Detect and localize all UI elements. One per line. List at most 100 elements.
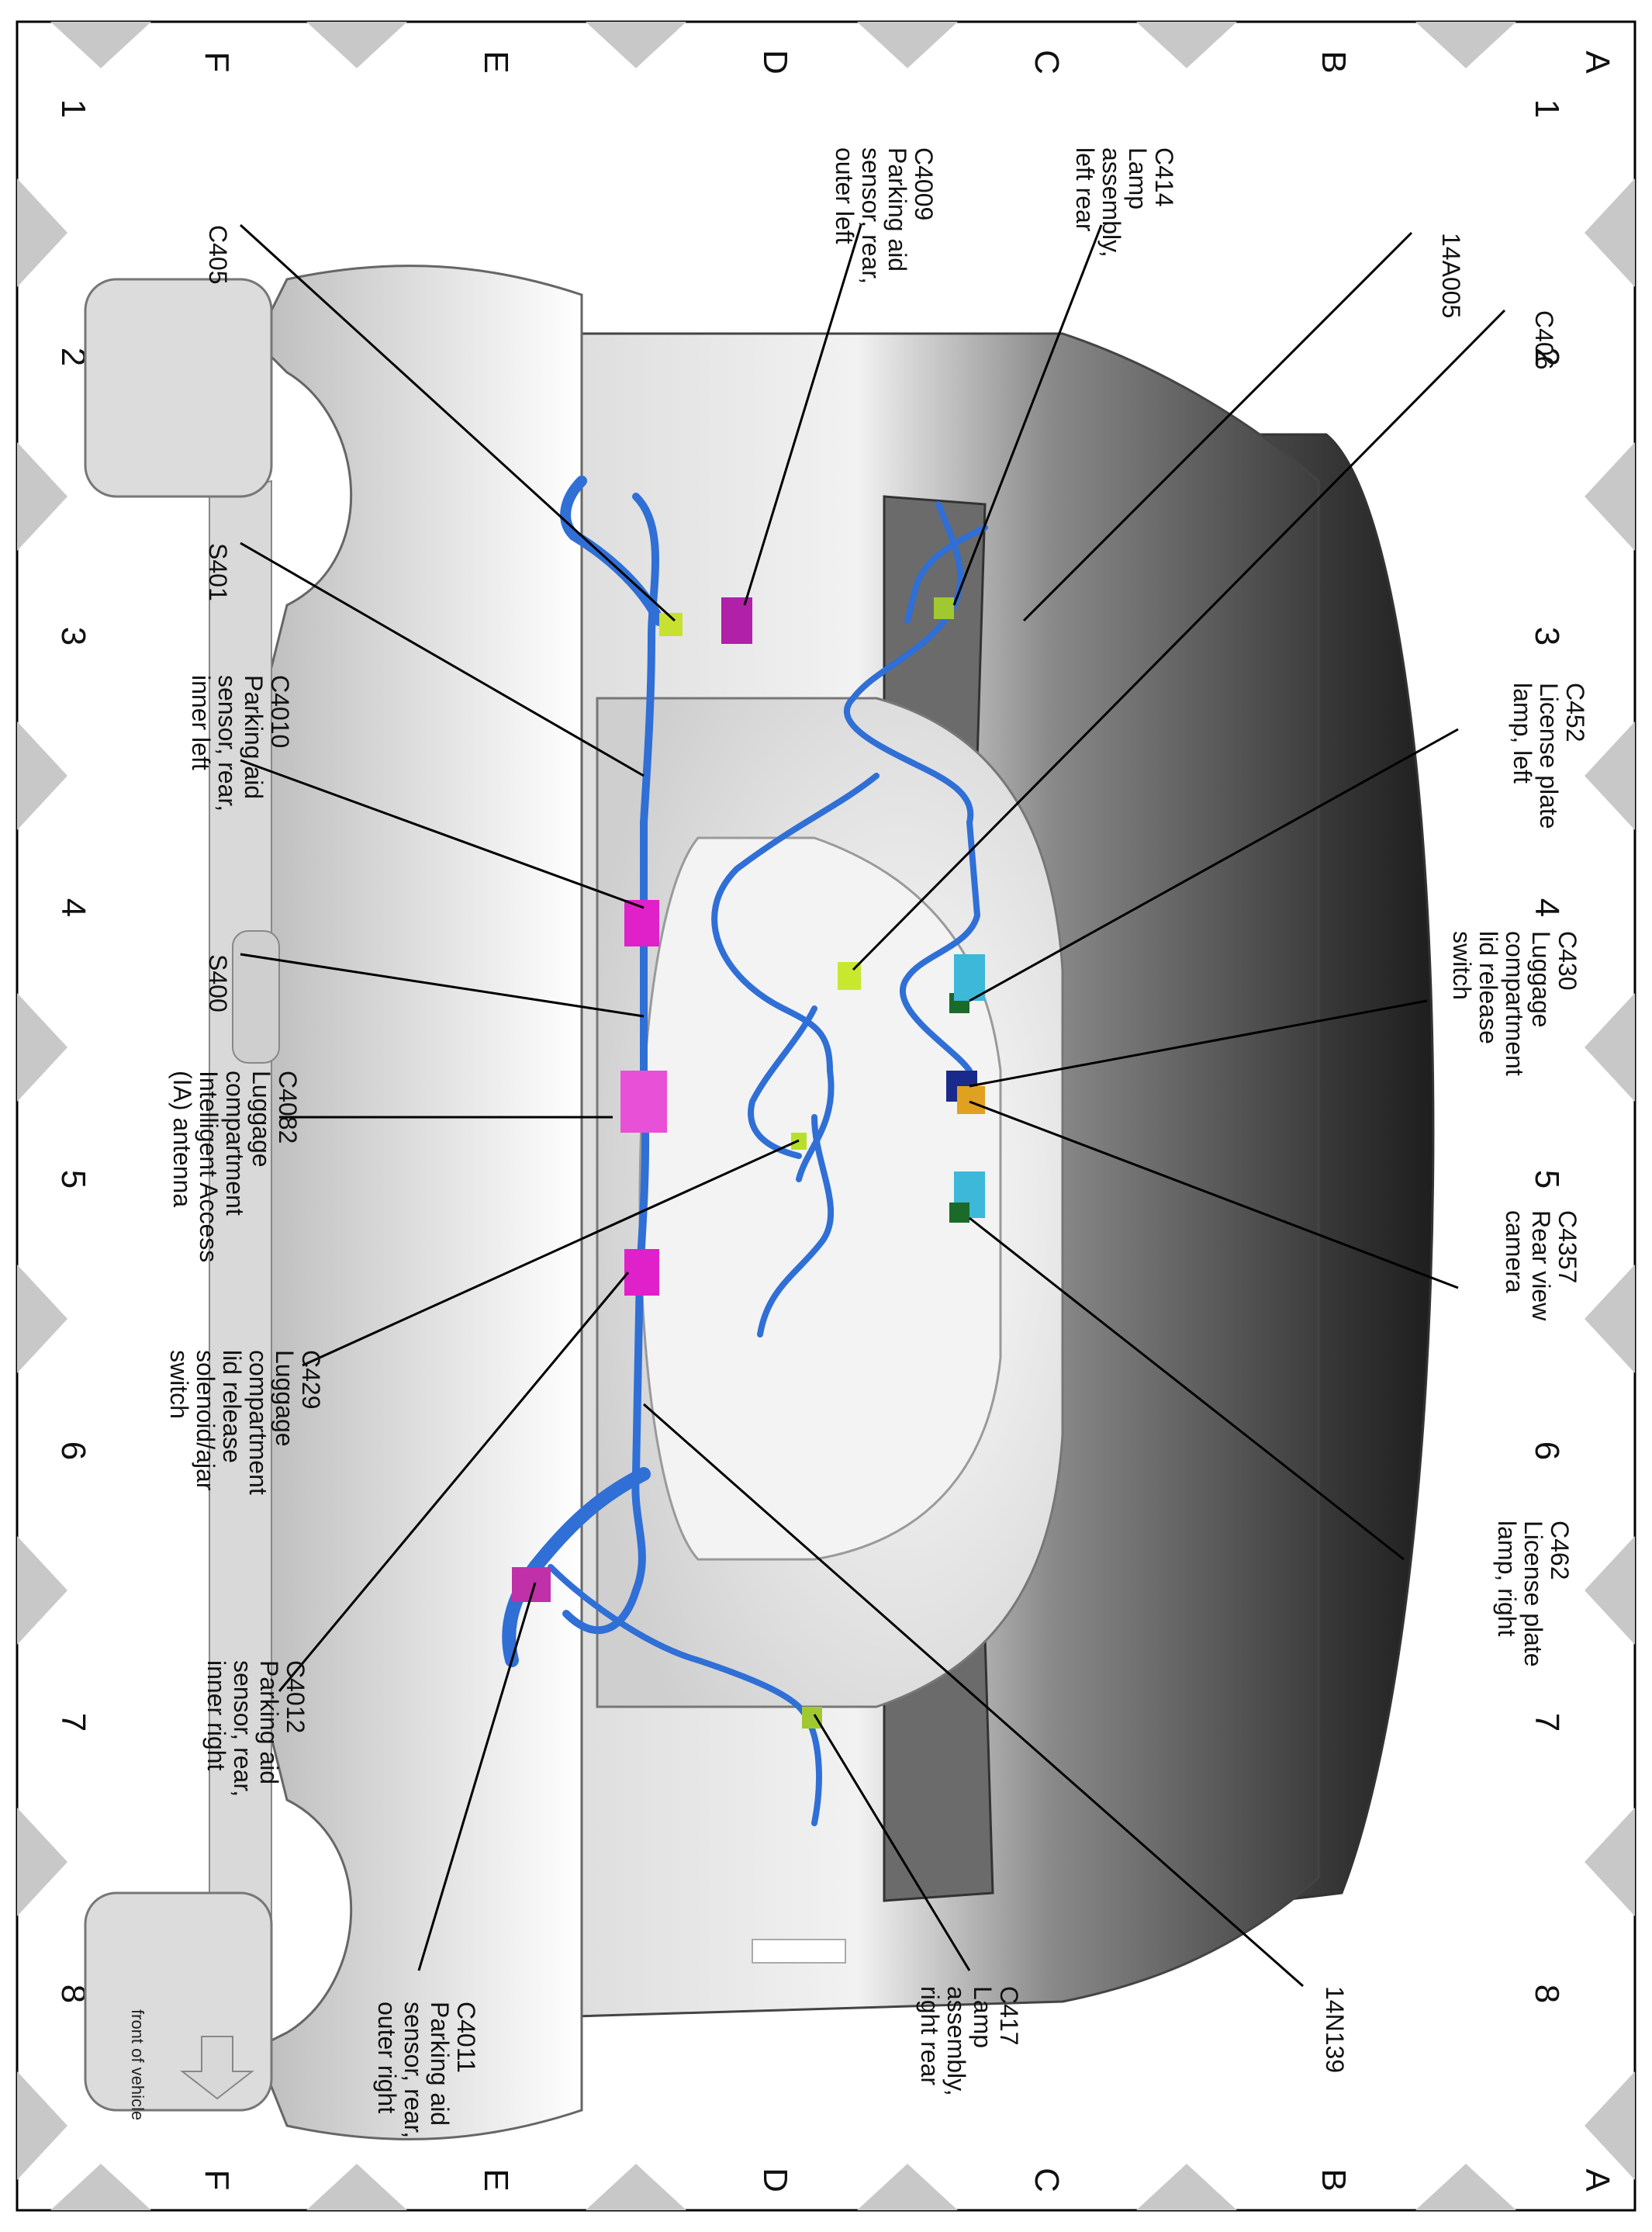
grid-marker-col-4-top xyxy=(1585,993,1635,1102)
callout-c430-line-4: switch xyxy=(1448,931,1476,1000)
leader-c462 xyxy=(969,1216,1405,1561)
callout-c406-line-0: C406 xyxy=(1530,310,1558,370)
callout-c4012-line-1: Parking aid xyxy=(255,1660,283,1784)
grid-marker-row-4-left xyxy=(586,22,686,68)
grid-marker-col-7-top xyxy=(1585,1808,1635,1916)
callout-c4011-line-2: sensor, rear, xyxy=(399,2002,427,2138)
callout-c4009-line-1: Parking aid xyxy=(883,147,911,272)
leader-c430 xyxy=(969,999,1428,1088)
grid-marker-col-5-top xyxy=(1585,1265,1635,1373)
callout-c4082-line-3: Intelligent Access xyxy=(195,1071,223,1262)
callout-c4082: C4082LuggagecompartmentIntelligent Acces… xyxy=(168,1071,302,1262)
grid-column-1-bottom: 1 xyxy=(54,99,92,118)
callout-c4357-line-2: camera xyxy=(1501,1210,1529,1293)
callout-labels: C406 14A005 C414Lampassembly,left rear C400… xyxy=(165,147,1589,2138)
callout-c406: C406 xyxy=(1530,310,1558,370)
connector-c4012 xyxy=(624,1249,659,1296)
grid-marker-row-6-right xyxy=(50,2164,151,2210)
leader-c414 xyxy=(952,224,1103,606)
callout-c414: C414Lampassembly,left rear xyxy=(1071,147,1178,258)
grid-column-3-top: 3 xyxy=(1528,627,1566,645)
rear-bumper xyxy=(254,265,583,2140)
grid-row-F-left: F xyxy=(198,52,236,73)
callout-c429-line-5: switch xyxy=(165,1350,193,1419)
callout-c430-line-2: compartment xyxy=(1501,931,1529,1076)
leader-c429 xyxy=(302,1139,800,1367)
harness-left-branch xyxy=(560,476,665,626)
grid-column-7-top: 7 xyxy=(1528,1713,1566,1732)
callout-14a005-line-0: 14A005 xyxy=(1437,233,1465,318)
callout-c462-line-1: License plate xyxy=(1519,1521,1547,1667)
callout-c4011-line-3: outer right xyxy=(373,2002,401,2113)
callout-c4009: C4009Parking aidsensor, rear,outer left xyxy=(831,147,938,284)
callout-s400-line-0: S400 xyxy=(204,954,232,1012)
front-of-vehicle-indicator: front of vehicle xyxy=(128,2009,254,2120)
page-border xyxy=(16,20,1636,2212)
front-arrow-icon xyxy=(180,2036,254,2100)
callout-c462-line-2: lamp, right xyxy=(1493,1521,1521,1637)
leader-14a005 xyxy=(1022,231,1413,622)
callout-c430-line-0: C430 xyxy=(1554,931,1581,991)
grid-column-4-bottom: 4 xyxy=(54,898,92,917)
callout-c4010-line-0: C4010 xyxy=(266,675,294,748)
callout-c4011-line-0: C4011 xyxy=(452,2002,480,2073)
callout-c429-line-2: compartment xyxy=(244,1350,272,1495)
callout-c4009-line-2: sensor, rear, xyxy=(857,147,885,284)
callout-c452: C452License platelamp, left xyxy=(1509,683,1589,829)
callout-c4082-line-4: (IA) antenna xyxy=(168,1071,196,1207)
callout-s401-line-0: S401 xyxy=(204,543,232,601)
grid-row-B-right: B xyxy=(1315,2168,1353,2191)
leader-c4009 xyxy=(743,224,862,606)
leader-c4012 xyxy=(278,1272,630,1692)
callout-c405: C405 xyxy=(204,225,232,285)
grid-marker-row-3-right xyxy=(857,2164,958,2210)
grid-row-D-right: D xyxy=(756,2168,794,2192)
callout-c405-line-0: C405 xyxy=(204,225,232,285)
grid-marker-col-7-bottom xyxy=(17,1808,67,1916)
grid-column-8-top: 8 xyxy=(1528,1985,1566,2003)
grid-row-C-right: C xyxy=(1028,2168,1066,2192)
grid-column-3-bottom: 3 xyxy=(54,627,92,645)
grid-row-E-right: E xyxy=(477,2168,515,2191)
callout-c4010-line-1: Parking aid xyxy=(240,675,268,799)
callout-c429-line-0: C429 xyxy=(297,1350,325,1410)
leader-c4357 xyxy=(969,1100,1459,1289)
callout-c4357-line-1: Rear view xyxy=(1527,1210,1555,1321)
grid-row-B-left: B xyxy=(1315,50,1353,73)
callout-c429-line-3: lid release xyxy=(218,1350,246,1463)
harness-center-right xyxy=(757,1114,835,1337)
leader-14n139 xyxy=(643,1403,1304,1988)
grid-marker-col-3-bottom xyxy=(17,722,67,830)
grid-marker-col-5-bottom xyxy=(17,1265,67,1373)
connector-c4011 xyxy=(512,1567,551,1602)
leader-c4011 xyxy=(417,1582,537,1971)
reflector-right xyxy=(752,1939,846,1964)
callout-c4010-line-3: inner left xyxy=(187,675,215,770)
grid-marker-col-8-top xyxy=(1585,2071,1635,2180)
callout-c417-line-3: right rear xyxy=(916,1986,944,2085)
grid-row-C-left: C xyxy=(1028,50,1066,74)
callout-c4009-line-3: outer left xyxy=(831,147,859,244)
tire-left xyxy=(84,278,273,498)
lamp-left-plate xyxy=(954,954,985,1001)
grid-marker-col-4-bottom xyxy=(17,993,67,1102)
callout-c414-line-3: left rear xyxy=(1071,147,1099,232)
grid-row-A-right: A xyxy=(1578,2168,1616,2192)
connector-c417 xyxy=(802,1707,822,1729)
callout-c417-line-1: Lamp xyxy=(969,1986,997,2048)
callout-c4012-line-0: C4012 xyxy=(282,1660,309,1733)
callout-s401: S401 xyxy=(204,543,232,601)
harness-left-lamp xyxy=(904,524,988,624)
connector-c4009 xyxy=(721,597,752,644)
grid-marker-col-1-bottom xyxy=(17,178,67,287)
grid-column-5-top: 5 xyxy=(1528,1170,1566,1189)
callout-c462-line-0: C462 xyxy=(1546,1521,1574,1580)
grid-marker-col-2-top xyxy=(1585,442,1635,551)
callout-c414-line-2: assembly, xyxy=(1097,147,1125,258)
callout-c4357-line-0: C4357 xyxy=(1554,1210,1581,1283)
callout-c4010-line-2: sensor, rear, xyxy=(213,675,241,811)
grid-column-2-top: 2 xyxy=(1528,348,1566,366)
grid-row-A-left: A xyxy=(1578,50,1616,74)
leader-c417 xyxy=(813,1714,971,1971)
